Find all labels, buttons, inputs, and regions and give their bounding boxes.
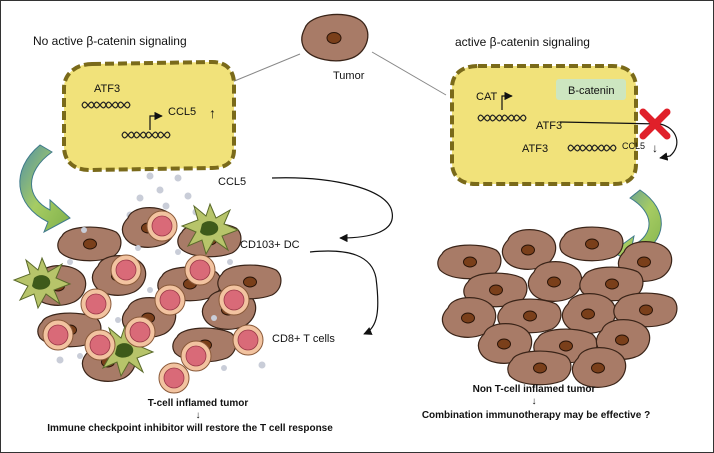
right-caption-line2: Combination immunotherapy may be effecti… [422,410,650,421]
beta-catenin-box [556,79,626,100]
atf3-inhibition-arrow [559,121,678,161]
flow-arrow-ccl5-to-dc [271,177,393,243]
right-caption-line1: Non T-cell inflamed tumor [473,384,596,395]
right-caption-arrow: ↓ [532,396,537,407]
dna-helix-ccl5-left [121,131,171,139]
tumor-connector-right [371,51,447,96]
block-x-icon [639,108,671,140]
beta-catenin-label: B-catenin [568,85,614,97]
left-caption-arrow: ↓ [196,410,201,421]
ccl5-down-arrow: ↓ [652,141,658,155]
curved-arrow-left [19,144,71,234]
non-inflamed-tumor-cluster [437,226,678,388]
central-tumor-cell [301,13,369,62]
chemokine-dots-cluster [67,227,233,371]
ccl5-label-right: CCL5 [622,141,645,151]
left-panel-title: No active β-catenin signaling [33,34,187,48]
left-cell-membrane [62,59,236,173]
flow-label-cd8-t-cells: CD8+ T cells [272,333,335,345]
atf3-lower-right: ATF3 [522,143,548,155]
left-caption-line1: T-cell inflamed tumor [148,398,249,409]
transcription-arrow-left [149,111,163,130]
dna-helix-cat-right [477,114,527,122]
flow-label-cd103-dc: CD103+ DC [240,239,300,251]
tumor-label: Tumor [333,70,365,82]
left-caption-line2: Immune checkpoint inhibitor will restore… [47,423,333,434]
gene-ccl5-left: CCL5 [168,106,196,118]
dna-helix-atf3-left [81,101,131,109]
gene-atf3-left: ATF3 [94,83,120,95]
flow-label-ccl5: CCL5 [218,176,246,188]
flow-arrow-dc-to-t-cells [309,250,379,335]
tumor-connector-left [231,53,301,83]
gene-cat-right: CAT [476,91,497,103]
atf3-upper-right: ATF3 [536,120,562,132]
transcription-arrow-right [501,91,513,110]
dna-helix-atf3-right [567,144,617,152]
ccl5-up-arrow: ↑ [209,105,216,121]
right-panel-title: active β-catenin signaling [455,35,590,49]
